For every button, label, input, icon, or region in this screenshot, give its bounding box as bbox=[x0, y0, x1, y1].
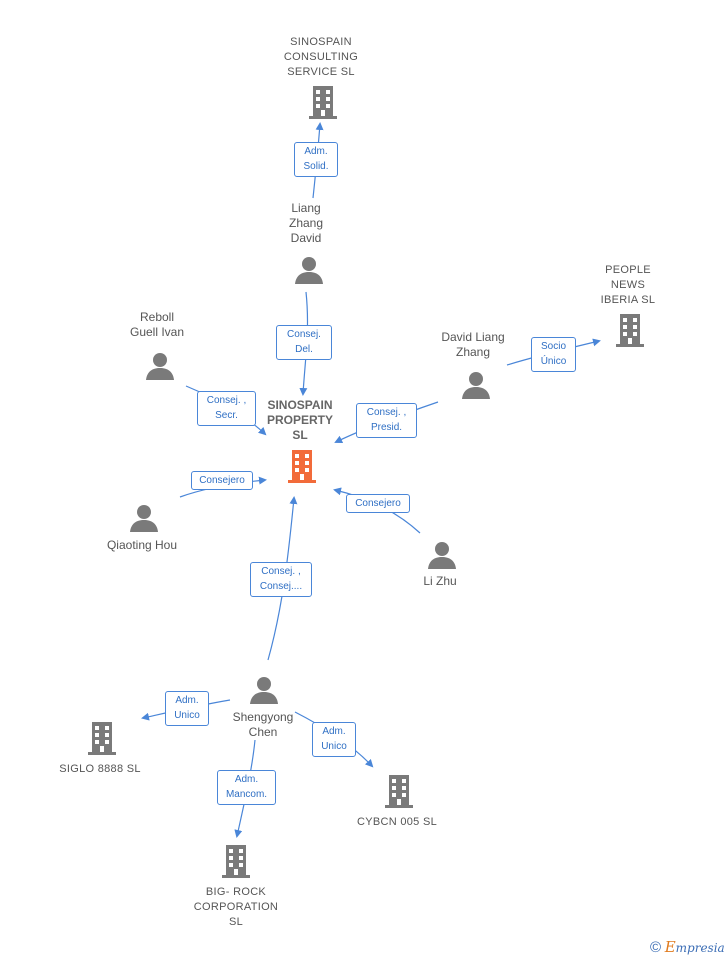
person-label-qiaoting-hou[interactable]: Qiaoting Hou bbox=[106, 538, 178, 552]
person-icon[interactable] bbox=[249, 675, 279, 705]
brand-initial: E bbox=[664, 938, 676, 956]
building-icon[interactable] bbox=[86, 720, 118, 756]
building-icon[interactable] bbox=[285, 448, 319, 484]
person-label-david-liang-zhang[interactable]: David Liang Zhang bbox=[441, 330, 505, 359]
relation-badge[interactable]: Consejero bbox=[346, 494, 410, 513]
brand-name: mpresia bbox=[675, 941, 725, 955]
relation-badge[interactable]: Adm. Mancom. bbox=[217, 770, 276, 805]
relation-badge[interactable]: Adm. Unico bbox=[165, 691, 209, 726]
person-label-liang-zhang-david[interactable]: Liang Zhang David bbox=[288, 201, 324, 245]
building-icon[interactable] bbox=[383, 773, 415, 809]
person-label-reboll-guell[interactable]: Reboll Guell Ivan bbox=[129, 310, 185, 339]
company-label-sinospain-property[interactable]: SINOSPAIN PROPERTY SL bbox=[266, 398, 333, 442]
relation-badge[interactable]: Consej. , Consej.... bbox=[250, 562, 312, 597]
company-label-siglo-8888[interactable]: SIGLO 8888 SL bbox=[59, 763, 141, 775]
copyright-symbol: © bbox=[650, 939, 662, 956]
relation-badge[interactable]: Adm. Unico bbox=[312, 722, 356, 757]
relation-badge[interactable]: Socio Único bbox=[531, 337, 576, 372]
person-label-li-zhu[interactable]: Li Zhu bbox=[423, 574, 457, 588]
company-label-people-news[interactable]: PEOPLE NEWS IBERIA SL bbox=[600, 264, 656, 306]
person-icon[interactable] bbox=[145, 351, 175, 381]
company-label-sinospain-consulting[interactable]: SINOSPAIN CONSULTING SERVICE SL bbox=[283, 36, 359, 78]
person-icon[interactable] bbox=[129, 503, 159, 533]
empresia-logo[interactable]: © Empresia bbox=[650, 938, 725, 956]
relation-badge[interactable]: Adm. Solid. bbox=[294, 142, 338, 177]
person-icon[interactable] bbox=[427, 540, 457, 570]
person-label-shengyong-chen[interactable]: Shengyong Chen bbox=[232, 710, 294, 739]
company-label-big-rock[interactable]: BIG- ROCK CORPORATION SL bbox=[193, 886, 279, 928]
relation-badge[interactable]: Consej. , Presid. bbox=[356, 403, 417, 438]
person-icon[interactable] bbox=[461, 370, 491, 400]
person-icon[interactable] bbox=[294, 255, 324, 285]
relation-badge[interactable]: Consejero bbox=[191, 471, 253, 490]
building-icon[interactable] bbox=[220, 843, 252, 879]
building-icon[interactable] bbox=[307, 84, 339, 120]
company-label-cybcn-005[interactable]: CYBCN 005 SL bbox=[356, 816, 438, 828]
relation-badge[interactable]: Consej. , Secr. bbox=[197, 391, 256, 426]
relation-badge[interactable]: Consej. Del. bbox=[276, 325, 332, 360]
building-icon[interactable] bbox=[614, 312, 646, 348]
